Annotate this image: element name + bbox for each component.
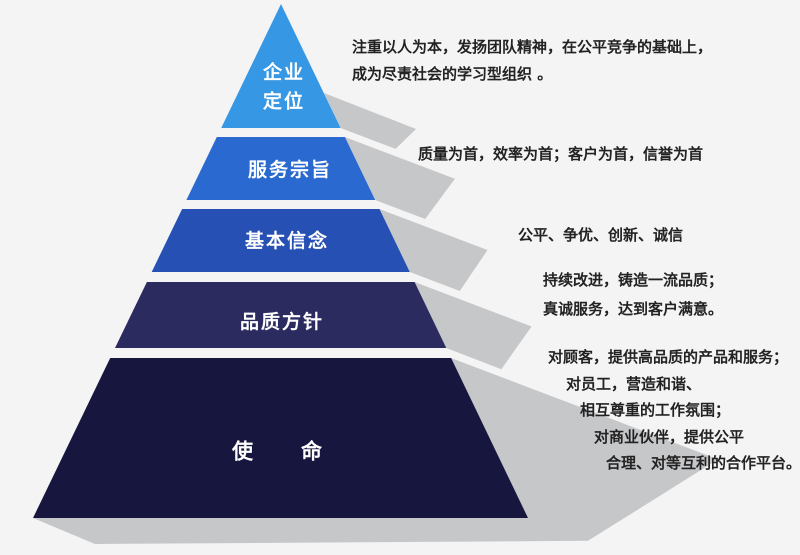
annotation-line: 对员工，营造和谐、 — [566, 374, 702, 393]
annotation-mission: 对顾客，提供高品质的产品和服务； 对员工，营造和谐、 相互尊重的工作氛围； 对商… — [548, 344, 800, 477]
shadow-wedge-service — [344, 137, 455, 219]
annotation-line: 对商业伙伴，提供公平 — [594, 427, 745, 446]
annotation-line: 注重以人为本，发扬团队精神，在公平竞争的基础上， — [352, 38, 713, 56]
annotation-line: 相互尊重的工作氛围； — [580, 401, 731, 419]
annotation-positioning: 注重以人为本，发扬团队精神，在公平竞争的基础上， 成为尽责社会的学习型组织 。 — [352, 34, 712, 88]
annotation-line: 合理、对等互利的合作平台。 — [606, 454, 800, 472]
shadow-wedge-positioning — [324, 93, 416, 149]
tier-shape-quality — [115, 282, 447, 348]
annotation-line: 对顾客，提供高品质的产品和服务； — [548, 348, 789, 366]
annotation-beliefs: 公平、争优、创新、诚信 — [518, 226, 684, 244]
tier-label-beliefs: 基本信念 — [244, 229, 330, 252]
tier-shape-positioning — [221, 4, 341, 128]
annotation-quality: 持续改进，铸造一流品质； 真诚服务，达到客户满意。 — [543, 266, 723, 324]
annotation-line: 持续改进，铸造一流品质； — [543, 271, 724, 289]
tier-label-mission: 使 命 — [232, 439, 324, 464]
shadow-wedge-quality — [414, 282, 532, 370]
tier-label-service: 服务宗旨 — [247, 158, 333, 181]
tier-label-quality: 品质方针 — [239, 310, 325, 333]
annotation-service: 质量为首，效率为首；客户为首，信誉为首 — [418, 145, 704, 163]
tier-label-positioning: 企业定位 — [262, 61, 305, 113]
shadow-wedge-beliefs — [379, 209, 488, 291]
annotation-line: 真诚服务，达到客户满意。 — [543, 300, 724, 318]
annotation-line: 成为尽责社会的学习型组织 。 — [352, 65, 553, 83]
tier-shape-service — [186, 137, 376, 200]
tier-shape-beliefs — [151, 209, 410, 272]
tier-shape-mission — [33, 358, 528, 518]
